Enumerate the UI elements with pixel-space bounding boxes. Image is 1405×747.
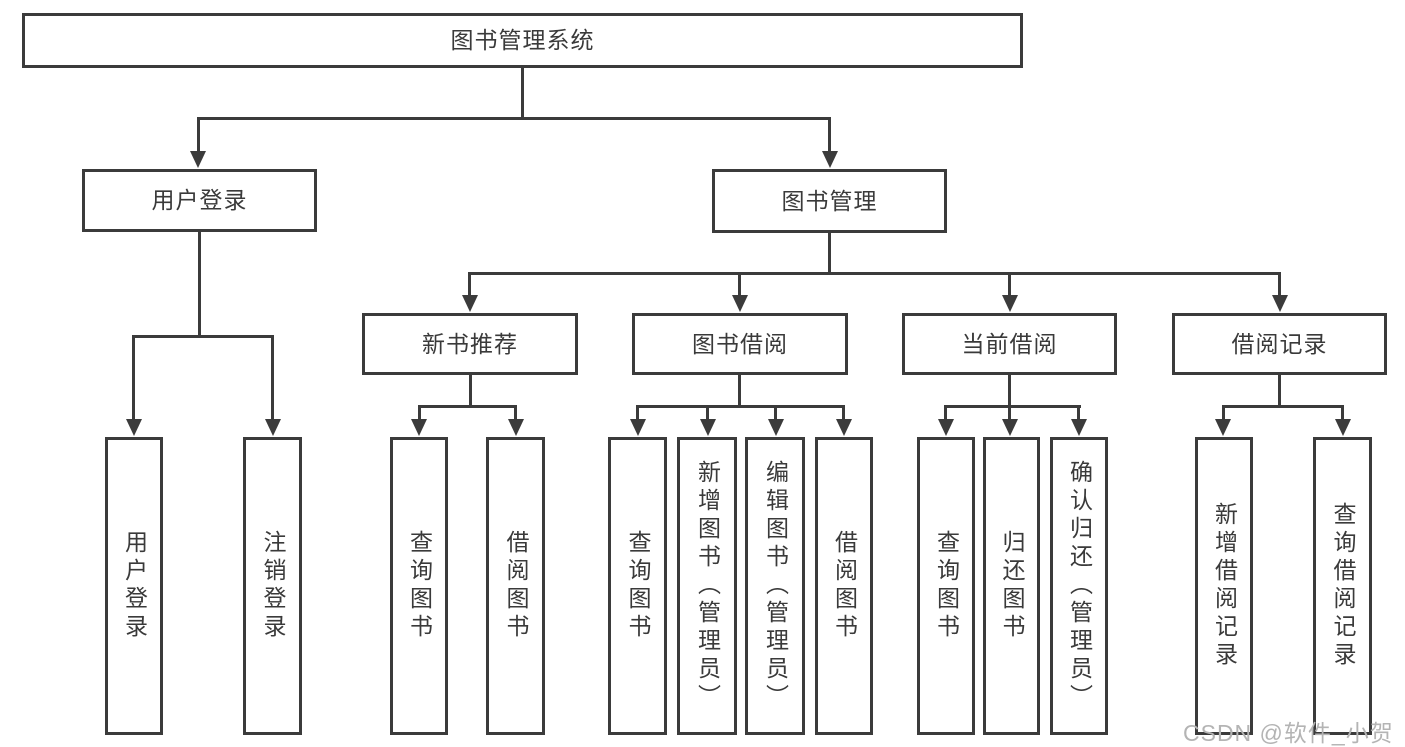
- arrowhead-icon: [1272, 295, 1288, 312]
- connector-line: [944, 405, 947, 422]
- node-book-borrowing: 图书借阅: [632, 313, 848, 375]
- connector-line: [636, 405, 639, 422]
- arrowhead-icon: [1002, 295, 1018, 312]
- arrowhead-icon: [1002, 419, 1018, 436]
- connector-line: [468, 272, 471, 298]
- connector-line: [198, 232, 201, 338]
- connector-line: [1278, 272, 1281, 298]
- node-label: 查询借阅记录: [1330, 502, 1356, 670]
- node-book-management: 图书管理: [712, 169, 947, 233]
- arrowhead-icon: [1215, 419, 1231, 436]
- connector-line: [132, 335, 135, 422]
- connector-line: [418, 405, 421, 422]
- leaf-borrow-books-recommend: 借阅图书: [486, 437, 545, 735]
- node-label: 查询图书: [406, 530, 433, 642]
- node-current-borrowing: 当前借阅: [902, 313, 1117, 375]
- leaf-return-books: 归还图书: [983, 437, 1040, 735]
- leaf-add-borrow-record: 新增借阅记录: [1195, 437, 1253, 735]
- connector-line: [828, 233, 831, 275]
- connector-line: [1222, 405, 1225, 422]
- arrowhead-icon: [265, 419, 281, 436]
- node-label: 图书管理: [781, 187, 878, 214]
- connector-line: [514, 405, 517, 422]
- node-user-login: 用户登录: [82, 169, 317, 232]
- arrowhead-icon: [190, 151, 206, 168]
- connector-line: [1008, 272, 1011, 298]
- arrowhead-icon: [411, 419, 427, 436]
- node-label: 归还图书: [999, 530, 1025, 642]
- node-new-book-recommendation: 新书推荐: [362, 313, 578, 375]
- leaf-add-books-admin: 新增图书（管理员）: [677, 437, 737, 735]
- leaf-edit-books-admin: 编辑图书（管理员）: [745, 437, 805, 735]
- connector-line: [1077, 405, 1080, 422]
- connector-line: [1008, 375, 1011, 408]
- connector-line: [271, 335, 274, 422]
- arrowhead-icon: [508, 419, 524, 436]
- connector-line: [1222, 405, 1344, 408]
- connector-line: [738, 375, 741, 408]
- csdn-watermark: CSDN @软件_小贺同学: [1183, 720, 1394, 746]
- connector-line: [1341, 405, 1344, 422]
- node-label: 当前借阅: [961, 330, 1058, 357]
- connector-line: [197, 117, 200, 154]
- arrowhead-icon: [1071, 419, 1087, 436]
- node-label: 借阅图书: [831, 530, 858, 642]
- leaf-confirm-return-admin: 确认归还（管理员）: [1050, 437, 1108, 735]
- leaf-query-books-recommend: 查询图书: [390, 437, 448, 735]
- connector-line: [636, 405, 845, 408]
- node-label: 查询图书: [625, 530, 651, 642]
- node-library-management-system: 图书管理系统: [22, 13, 1023, 68]
- node-label: 用户登录: [151, 187, 248, 213]
- connector-line: [132, 335, 274, 338]
- arrowhead-icon: [836, 419, 852, 436]
- node-label: 新增图书（管理员）: [694, 460, 721, 712]
- arrowhead-icon: [732, 295, 748, 312]
- leaf-user-login: 用户登录: [105, 437, 163, 735]
- node-label: 新书推荐: [422, 330, 518, 357]
- leaf-query-borrow-record: 查询借阅记录: [1313, 437, 1372, 735]
- arrowhead-icon: [1335, 419, 1351, 436]
- arrowhead-icon: [822, 151, 838, 168]
- node-label: 注销登录: [260, 530, 286, 642]
- connector-line: [197, 117, 831, 120]
- arrowhead-icon: [768, 419, 784, 436]
- leaf-query-books-current: 查询图书: [917, 437, 975, 735]
- leaf-borrow-books: 借阅图书: [815, 437, 873, 735]
- connector-line: [1278, 375, 1281, 408]
- node-label: 图书管理系统: [450, 27, 595, 53]
- connector-line: [738, 272, 741, 298]
- connector-line: [1008, 405, 1011, 422]
- connector-line: [706, 405, 709, 422]
- node-label: 用户登录: [121, 530, 148, 642]
- node-label: 查询图书: [933, 530, 960, 642]
- leaf-logout: 注销登录: [243, 437, 302, 735]
- connector-line: [944, 405, 1081, 408]
- node-label: 借阅记录: [1231, 330, 1328, 357]
- node-label: 编辑图书（管理员）: [762, 460, 789, 712]
- connector-line: [469, 375, 472, 408]
- arrowhead-icon: [630, 419, 646, 436]
- node-label: 借阅图书: [503, 530, 529, 642]
- leaf-query-books-borrowing: 查询图书: [608, 437, 667, 735]
- arrowhead-icon: [700, 419, 716, 436]
- arrowhead-icon: [126, 419, 142, 436]
- connector-line: [842, 405, 845, 422]
- node-borrowing-records: 借阅记录: [1172, 313, 1387, 375]
- arrowhead-icon: [938, 419, 954, 436]
- arrowhead-icon: [462, 295, 478, 312]
- node-label: 图书借阅: [692, 330, 788, 357]
- connector-line: [468, 272, 1281, 275]
- connector-line: [418, 405, 517, 408]
- connector-line: [521, 68, 524, 120]
- node-label: 新增借阅记录: [1211, 502, 1238, 670]
- connector-line: [828, 117, 831, 154]
- connector-line: [774, 405, 777, 422]
- node-label: 确认归还（管理员）: [1066, 460, 1093, 712]
